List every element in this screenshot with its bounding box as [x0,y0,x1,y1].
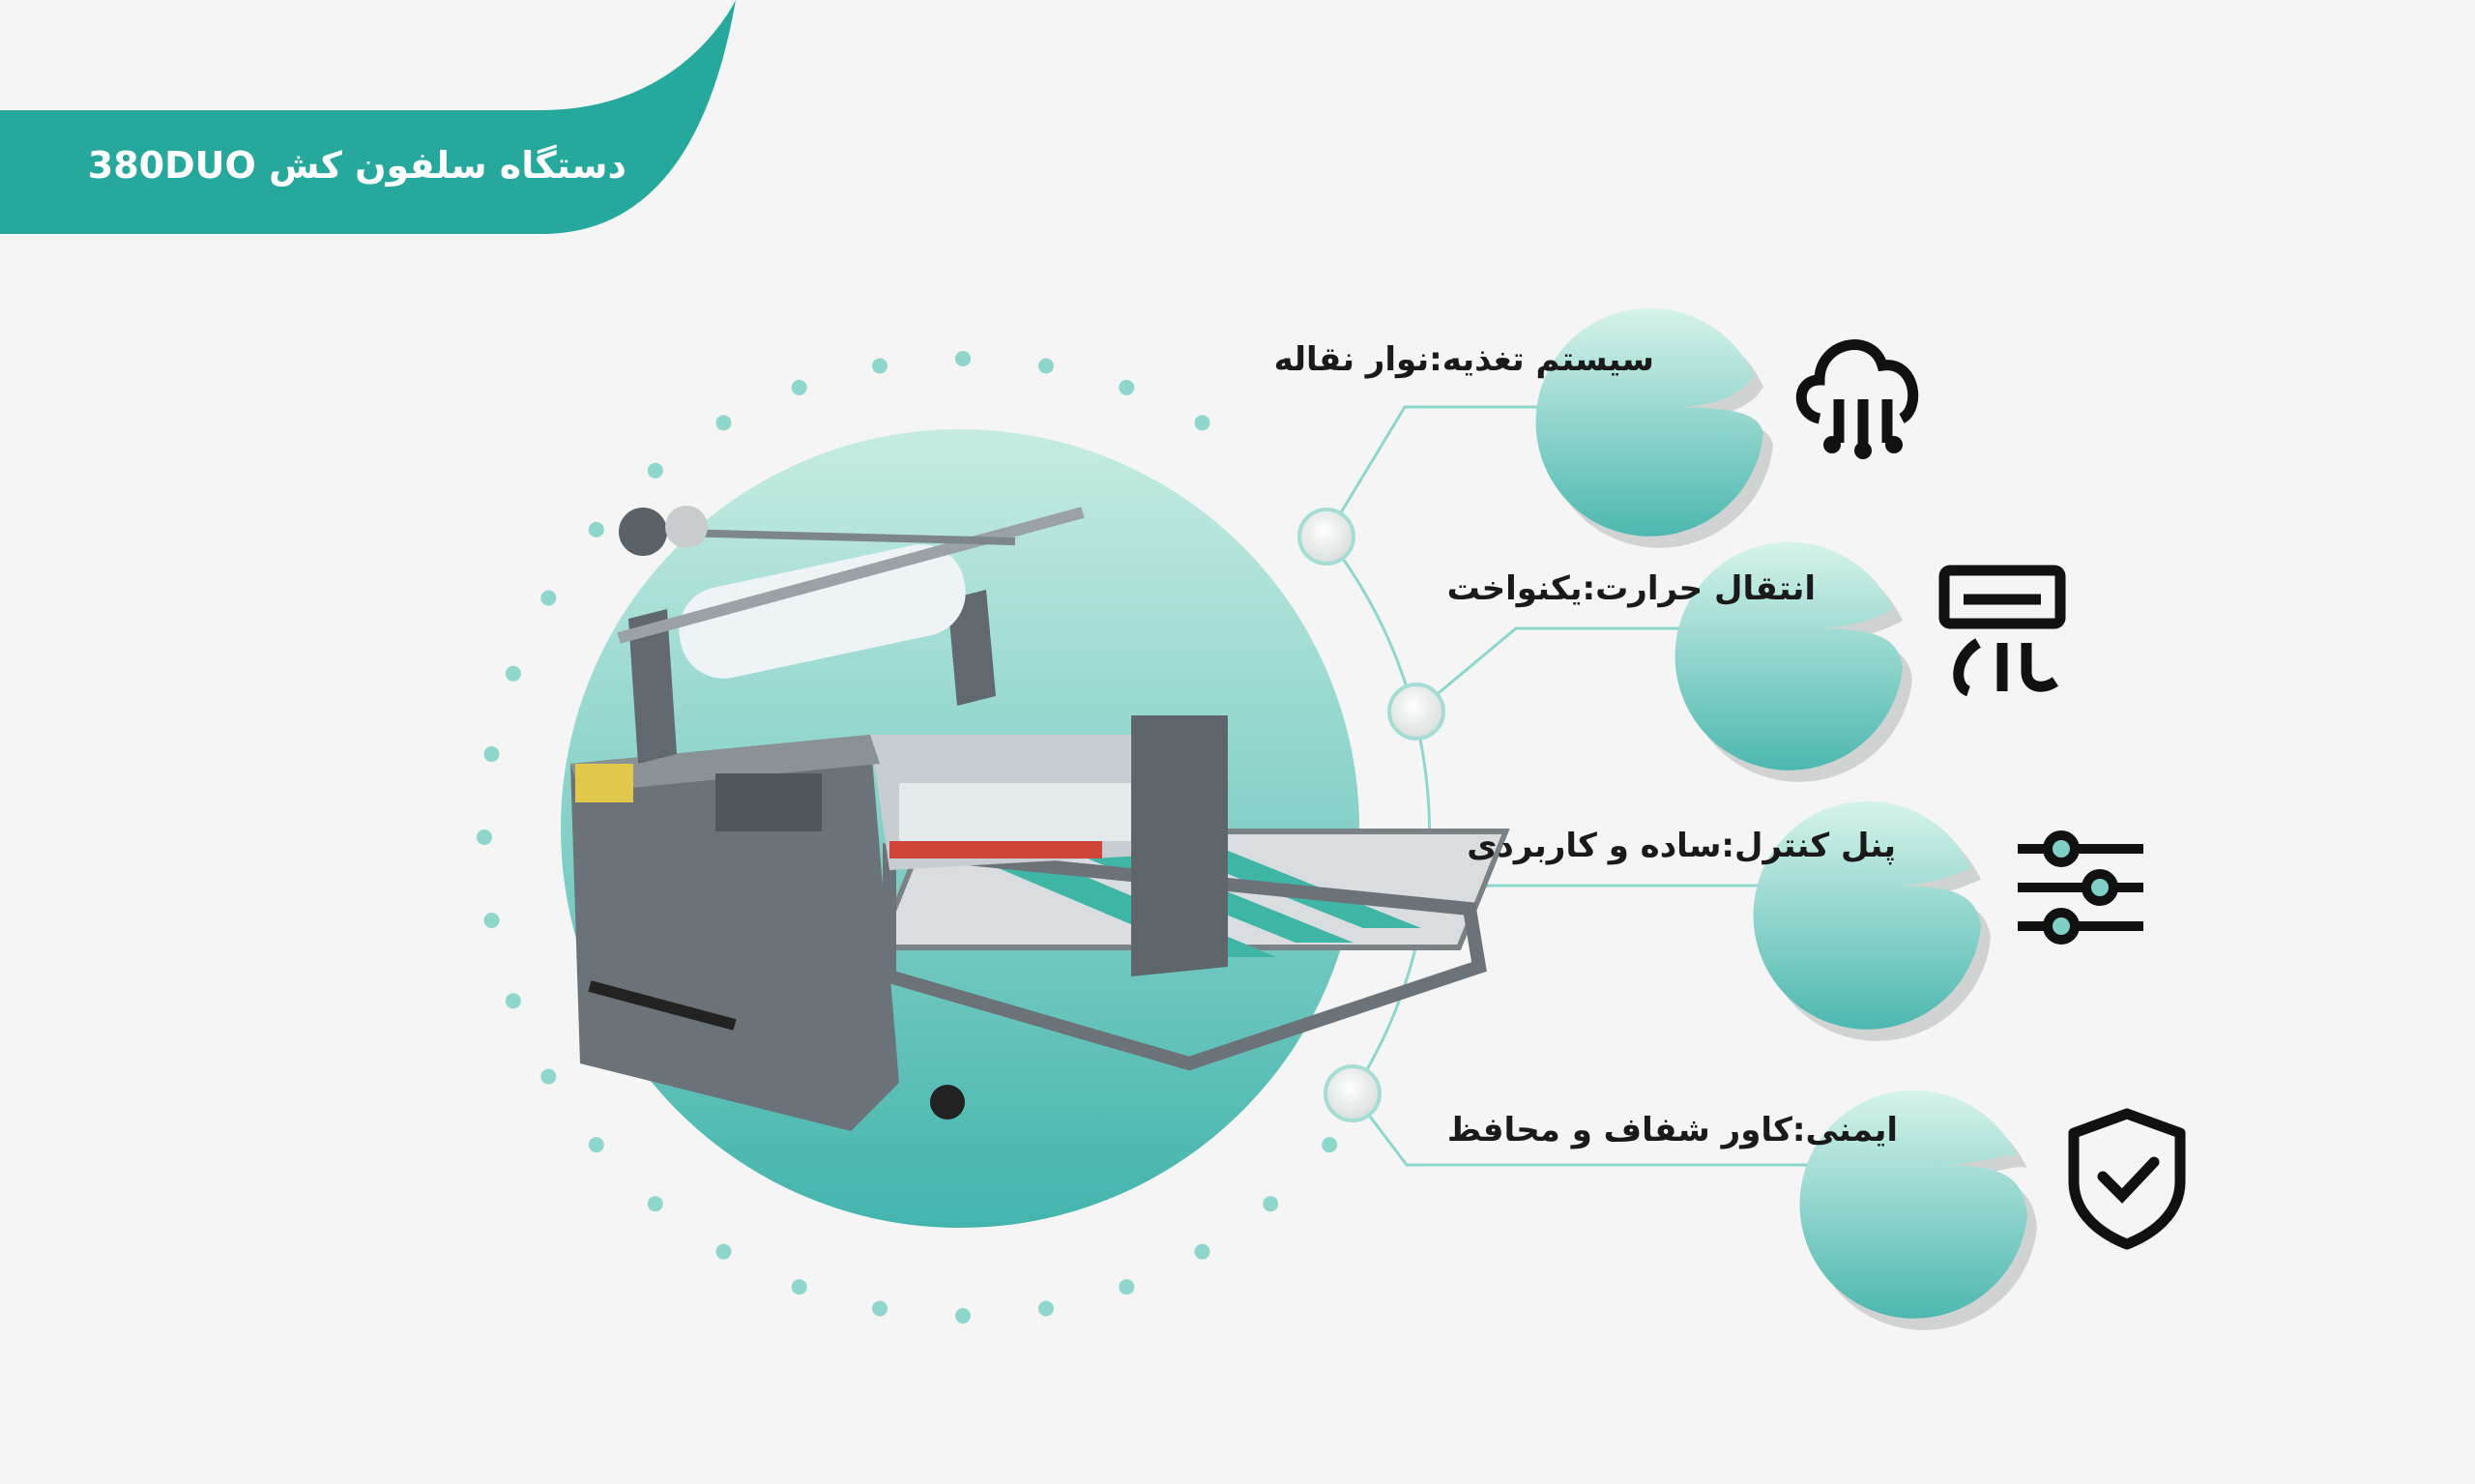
feature-label-feed-system: سیستم تغذیه:نوار نقاله [1273,340,1654,379]
ring-dot [505,665,521,682]
ring-dot [1037,1300,1054,1317]
ring-dot [955,351,971,366]
ring-dot [540,1068,557,1085]
dotted-ring [477,351,1338,1324]
feature-bubble-4 [1799,1090,2186,1330]
ring-dot [872,358,888,374]
node-4 [1324,1064,1382,1122]
sliders-icon [2018,830,2143,945]
ring-dot [1119,1279,1135,1295]
feature-label-heat-transfer: انتقال حرارت:یکنواخت [1446,569,1816,608]
ring-dot [791,1279,807,1295]
ring-dot [540,590,557,606]
ring-dot [1263,1196,1279,1212]
feature-label-control-panel: پنل کنترل:ساده و کاربردی [1467,827,1896,865]
laminator-machine-image [570,506,1510,1131]
connector-line-4 [1351,1092,1943,1167]
ring-dot [483,912,500,928]
ring-dot [1194,415,1210,431]
ring-dot [1194,1243,1210,1260]
ring-dot [477,829,492,845]
ring-dot [1322,1137,1338,1153]
ring-dot [955,1308,971,1324]
node-1 [1297,508,1355,566]
ring-dot [715,415,732,431]
air-conditioner-icon [1938,565,2066,697]
ring-dot [1119,379,1135,395]
ring-dot [872,1300,888,1317]
ring-dot [1037,358,1054,374]
ring-dot [647,1196,663,1212]
connector-arc [1325,536,1432,1094]
ring-dot [715,1243,732,1260]
ring-dot [483,746,500,763]
feature-label-safety: ایمنی:کاور شفاف و محافظ [1446,1111,1898,1149]
title-banner [0,0,736,234]
cloud-network-icon [1795,339,1919,459]
shield-check-icon [2068,1108,2186,1250]
ring-dot [647,462,663,479]
feature-bubble-1 [1535,307,1919,548]
ring-dot [588,521,604,538]
ring-dot [588,1137,604,1153]
ring-dot [791,379,807,395]
page-title: دستگاه سلفون کش 380DUO [87,144,626,187]
node-2 [1387,683,1445,741]
ring-dot [505,993,521,1009]
feature-bubble-2 [1674,541,2066,782]
feature-bubble-3 [1753,800,2143,1041]
